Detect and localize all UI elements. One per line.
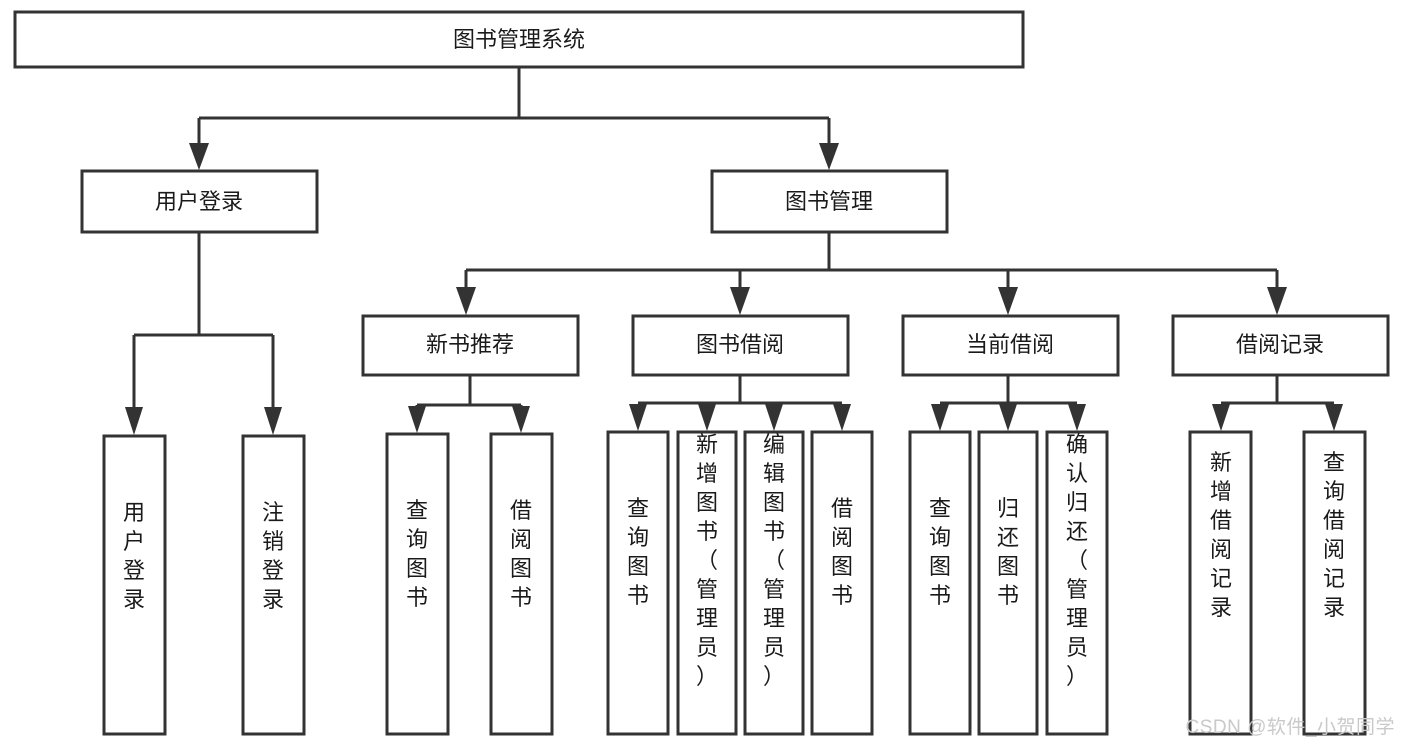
node-leaf-return-book[interactable]: 归还图书 xyxy=(977,430,1039,736)
leaf-logout-login-label: 注销登录 xyxy=(262,500,284,612)
leaf-edit-book-box xyxy=(743,430,805,736)
arrowhead-leaf-query-book-2 xyxy=(629,404,647,431)
leaf-query-book-2-label: 查询图书 xyxy=(627,496,649,608)
node-book-management[interactable]: 图书管理 xyxy=(710,169,949,234)
node-leaf-query-record[interactable]: 查询借阅记录 xyxy=(1302,430,1367,736)
node-leaf-borrow-book-1[interactable]: 借阅图书 xyxy=(489,432,554,736)
book-borrow-label: 图书借阅 xyxy=(696,332,784,357)
node-leaf-user-login[interactable]: 用户登录 xyxy=(102,434,167,736)
arrowhead-leaf-add-book xyxy=(698,404,716,431)
arrowhead-leaf-confirm-return xyxy=(1068,404,1086,431)
arrowhead-borrow-record xyxy=(1267,287,1287,315)
new-book-recommend-box xyxy=(361,314,580,377)
node-leaf-borrow-book-2[interactable]: 借阅图书 xyxy=(810,430,874,736)
leaf-user-login-box xyxy=(102,434,167,736)
csdn-watermark: CSDN @软件_小贺同学 xyxy=(1185,717,1395,738)
leaf-user-login-label: 用户登录 xyxy=(123,500,145,612)
new-book-recommend-label: 新书推荐 xyxy=(426,332,514,357)
connectors-book-borrow-to-leaves xyxy=(629,375,851,431)
user-login-box xyxy=(80,169,319,234)
node-leaf-edit-book[interactable]: 编辑图书（管理员） xyxy=(743,430,805,736)
leaf-borrow-book-2-box xyxy=(810,430,874,736)
book-management-box xyxy=(710,169,949,234)
arrowhead-leaf-borrow-book-2 xyxy=(833,404,851,431)
arrowhead-current-borrow xyxy=(998,287,1018,315)
leaf-borrow-book-2-label: 借阅图书 xyxy=(831,496,853,608)
leaf-add-book-box xyxy=(676,430,738,736)
book-borrow-box xyxy=(631,314,850,377)
connectors-user-login-to-leaves xyxy=(125,232,282,435)
arrowhead-book-management xyxy=(819,143,839,170)
arrowhead-leaf-logout-login xyxy=(264,407,282,435)
leaf-confirm-return-box xyxy=(1045,430,1109,736)
node-leaf-add-record[interactable]: 新增借阅记录 xyxy=(1188,430,1253,736)
node-borrow-record[interactable]: 借阅记录 xyxy=(1171,314,1390,377)
leaf-query-book-1-box xyxy=(385,432,450,736)
arrowhead-user-login xyxy=(189,143,209,170)
node-user-login[interactable]: 用户登录 xyxy=(80,169,319,234)
leaf-edit-book-label: 编辑图书（管理员） xyxy=(763,432,785,689)
arrowhead-leaf-query-book-1 xyxy=(408,406,426,433)
leaf-query-book-3-label: 查询图书 xyxy=(929,496,951,608)
arrowhead-leaf-user-login xyxy=(125,407,143,435)
node-leaf-query-book-1[interactable]: 查询图书 xyxy=(385,432,450,736)
leaf-return-book-box xyxy=(977,430,1039,736)
connectors-book-management-to-level3 xyxy=(456,232,1287,315)
borrow-record-label: 借阅记录 xyxy=(1236,332,1324,357)
borrow-record-box xyxy=(1171,314,1390,377)
leaf-borrow-book-1-label: 借阅图书 xyxy=(510,498,532,610)
leaf-query-book-2-box xyxy=(606,430,670,736)
arrowhead-leaf-borrow-book-1 xyxy=(512,406,530,433)
leaf-query-record-box xyxy=(1302,430,1367,736)
arrowhead-book-borrow xyxy=(730,287,750,315)
leaf-add-record-box xyxy=(1188,430,1253,736)
leaf-return-book-label: 归还图书 xyxy=(997,496,1019,608)
connectors-root-to-level2 xyxy=(189,67,839,170)
arrowhead-new-book-recommend xyxy=(456,287,476,315)
leaf-query-book-3-box xyxy=(908,430,972,736)
leaf-query-record-label: 查询借阅记录 xyxy=(1323,450,1345,620)
leaf-logout-login-box xyxy=(241,434,306,736)
connectors-borrow-record-to-leaves xyxy=(1212,375,1343,431)
connectors-new-book-to-leaves xyxy=(408,375,530,433)
node-root-system[interactable]: 图书管理系统 xyxy=(13,10,1025,69)
current-borrow-label: 当前借阅 xyxy=(966,332,1054,357)
current-borrow-box xyxy=(901,314,1120,377)
node-leaf-logout-login[interactable]: 注销登录 xyxy=(241,434,306,736)
arrowhead-leaf-query-book-3 xyxy=(931,404,949,431)
node-leaf-confirm-return[interactable]: 确认归还（管理员） xyxy=(1045,430,1109,736)
leaf-confirm-return-label: 确认归还（管理员） xyxy=(1066,432,1088,689)
node-leaf-query-book-2[interactable]: 查询图书 xyxy=(606,430,670,736)
connectors-current-borrow-to-leaves xyxy=(931,375,1086,431)
node-current-borrow[interactable]: 当前借阅 xyxy=(901,314,1120,377)
arrowhead-leaf-edit-book xyxy=(765,404,783,431)
arrowhead-leaf-return-book xyxy=(999,404,1017,431)
root-label: 图书管理系统 xyxy=(453,27,585,52)
leaf-query-book-1-label: 查询图书 xyxy=(406,498,428,610)
arrowhead-leaf-add-record xyxy=(1212,404,1230,431)
leaf-borrow-book-1-box xyxy=(489,432,554,736)
node-leaf-query-book-3[interactable]: 查询图书 xyxy=(908,430,972,736)
arrowhead-leaf-query-record xyxy=(1325,404,1343,431)
user-login-label: 用户登录 xyxy=(155,189,243,214)
book-management-label: 图书管理 xyxy=(785,189,873,214)
leaf-add-book-label: 新增图书（管理员） xyxy=(696,432,718,689)
leaf-add-record-label: 新增借阅记录 xyxy=(1210,450,1232,620)
node-new-book-recommend[interactable]: 新书推荐 xyxy=(361,314,580,377)
node-book-borrow[interactable]: 图书借阅 xyxy=(631,314,850,377)
root-box xyxy=(13,10,1025,69)
node-leaf-add-book[interactable]: 新增图书（管理员） xyxy=(676,430,738,736)
